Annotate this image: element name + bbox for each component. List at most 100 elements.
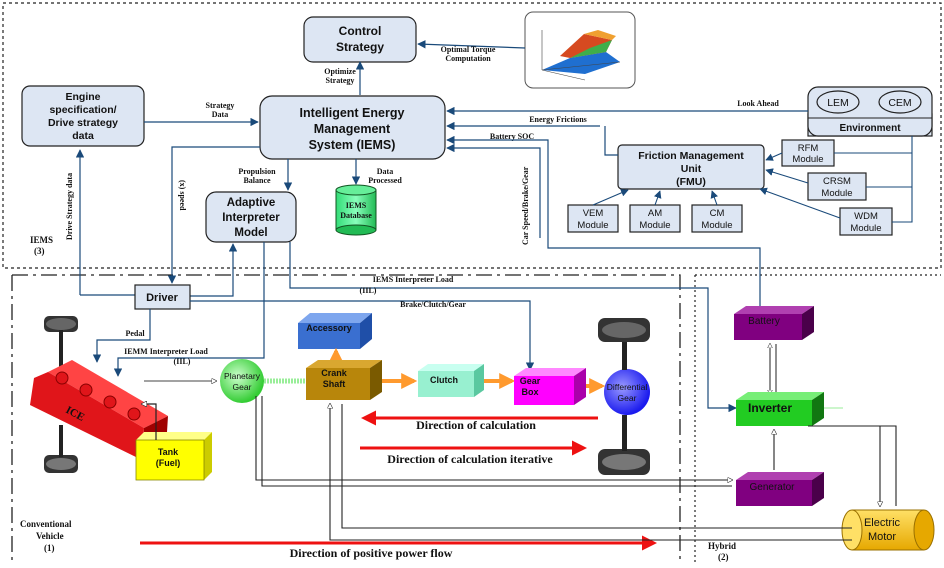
- svg-text:Computation: Computation: [445, 54, 491, 63]
- conventional-vehicle-label: Conventional: [20, 519, 72, 529]
- svg-text:IEMS: IEMS: [346, 201, 367, 210]
- fmu-box: [617, 144, 765, 190]
- conventional-region-border: [12, 274, 681, 562]
- svg-text:(1): (1): [44, 543, 55, 553]
- svg-text:Module: Module: [701, 220, 732, 231]
- vem-module: [567, 204, 619, 233]
- svg-text:Direction of calculation itera: Direction of calculation iterative: [387, 452, 553, 466]
- svg-text:Direction of calculation: Direction of calculation: [416, 418, 536, 432]
- svg-text:Propulsion: Propulsion: [238, 167, 276, 176]
- svg-text:Adaptive: Adaptive: [227, 197, 276, 209]
- driver-box: [134, 284, 191, 310]
- wdm-module: [839, 207, 893, 236]
- hybrid-label: Hybrid: [708, 541, 736, 551]
- svg-text:Energy Frictions: Energy Frictions: [529, 115, 587, 124]
- svg-text:Vehicle: Vehicle: [36, 531, 64, 541]
- svg-text:Module: Module: [577, 220, 608, 231]
- iems-region-border: [2, 2, 942, 269]
- svg-text:Data: Data: [377, 167, 393, 176]
- tank-block: [135, 432, 212, 481]
- cm-module: [691, 204, 743, 233]
- battery-block: [734, 306, 814, 340]
- svg-text:RFM: RFM: [798, 143, 819, 154]
- svg-text:IEMM Interpreter Load: IEMM Interpreter Load: [124, 347, 208, 356]
- svg-text:Gear: Gear: [233, 382, 252, 392]
- svg-text:Tank: Tank: [158, 447, 179, 457]
- svg-text:CEM: CEM: [888, 97, 911, 109]
- svg-text:Interpreter: Interpreter: [222, 212, 280, 224]
- svg-text:Strategy: Strategy: [326, 76, 355, 85]
- svg-text:Gear: Gear: [618, 393, 637, 403]
- svg-text:Optimal Torque: Optimal Torque: [441, 45, 496, 54]
- svg-text:Electric: Electric: [864, 517, 901, 529]
- svg-text:Strategy: Strategy: [336, 40, 384, 54]
- svg-text:Look Ahead: Look Ahead: [737, 99, 779, 108]
- svg-text:WDM: WDM: [854, 211, 878, 222]
- svg-text:Pedal: Pedal: [125, 329, 145, 338]
- svg-text:specification/: specification/: [49, 104, 116, 116]
- svg-text:Brake/Clutch/Gear: Brake/Clutch/Gear: [400, 300, 466, 309]
- svg-text:Module: Module: [792, 154, 823, 165]
- svg-text:Motor: Motor: [868, 531, 896, 543]
- svg-text:Engine: Engine: [65, 91, 100, 103]
- drive-strategy-data-label: Drive Strategy data: [65, 173, 74, 240]
- rear-right-wheel: [598, 415, 650, 475]
- svg-text:data: data: [72, 130, 94, 142]
- svg-text:Friction Management: Friction Management: [638, 150, 744, 162]
- environment-label: Environment: [839, 123, 901, 134]
- svg-text:(2): (2): [718, 552, 729, 562]
- svg-text:Generator: Generator: [749, 482, 795, 493]
- engine-spec-box: [21, 85, 145, 147]
- svg-text:Battery: Battery: [748, 316, 780, 327]
- efficiency-surface-icon: [541, 30, 621, 81]
- crank-shaft-block: [306, 360, 382, 400]
- svg-text:Box: Box: [521, 387, 538, 397]
- svg-text:(3): (3): [34, 246, 45, 256]
- svg-text:Drive strategy: Drive strategy: [48, 117, 118, 129]
- hybrid-region-border: [694, 274, 941, 562]
- clutch-block: [418, 364, 484, 397]
- svg-text:Gear: Gear: [520, 376, 541, 386]
- planetary-gear: [220, 359, 264, 403]
- svg-text:Clutch: Clutch: [430, 375, 458, 385]
- adaptive-interpreter-box: [205, 191, 297, 243]
- svg-text:Database: Database: [340, 211, 372, 220]
- svg-text:VEM: VEM: [583, 208, 604, 219]
- svg-text:(x) speed: (x) speed: [178, 180, 187, 211]
- svg-text:Battery SOC: Battery SOC: [490, 132, 534, 141]
- svg-text:Shaft: Shaft: [323, 379, 346, 389]
- cem-node: [878, 90, 922, 114]
- iems-database-cylinder: [335, 184, 377, 236]
- svg-text:Crank: Crank: [321, 368, 348, 378]
- svg-text:(IIL): (IIL): [174, 357, 191, 366]
- electric-motor: [841, 509, 935, 551]
- svg-text:Inverter: Inverter: [748, 401, 792, 415]
- svg-text:Data: Data: [212, 110, 228, 119]
- svg-text:Unit: Unit: [681, 163, 702, 175]
- svg-text:Module: Module: [850, 223, 881, 234]
- svg-text:Module: Module: [639, 220, 670, 231]
- svg-text:(IIL): (IIL): [360, 286, 377, 295]
- svg-text:(Fuel): (Fuel): [156, 458, 181, 468]
- svg-text:CM: CM: [710, 208, 725, 219]
- control-strategy-label: Control: [339, 24, 382, 38]
- iems-section-label: IEMS: [30, 235, 53, 245]
- iems-main-label: Intelligent Energy: [300, 106, 405, 120]
- svg-text:Differential: Differential: [607, 382, 648, 392]
- svg-text:Model: Model: [234, 227, 267, 239]
- inverter-block: [736, 392, 824, 426]
- generator-block: [736, 472, 824, 506]
- front-right-wheel: [598, 318, 650, 370]
- differential-gear: [604, 369, 650, 415]
- svg-text:IEMS Interpreter Load: IEMS Interpreter Load: [373, 275, 454, 284]
- iems-main-box: [259, 95, 446, 160]
- svg-text:Accessory: Accessory: [306, 323, 352, 333]
- svg-text:LEM: LEM: [827, 97, 849, 109]
- svg-text:AM: AM: [648, 208, 662, 219]
- car-speed-label: Car Speed/Brake/Gear: [521, 166, 530, 245]
- svg-text:Strategy: Strategy: [206, 101, 235, 110]
- rfm-module: [781, 139, 835, 167]
- svg-text:Planetary: Planetary: [224, 371, 261, 381]
